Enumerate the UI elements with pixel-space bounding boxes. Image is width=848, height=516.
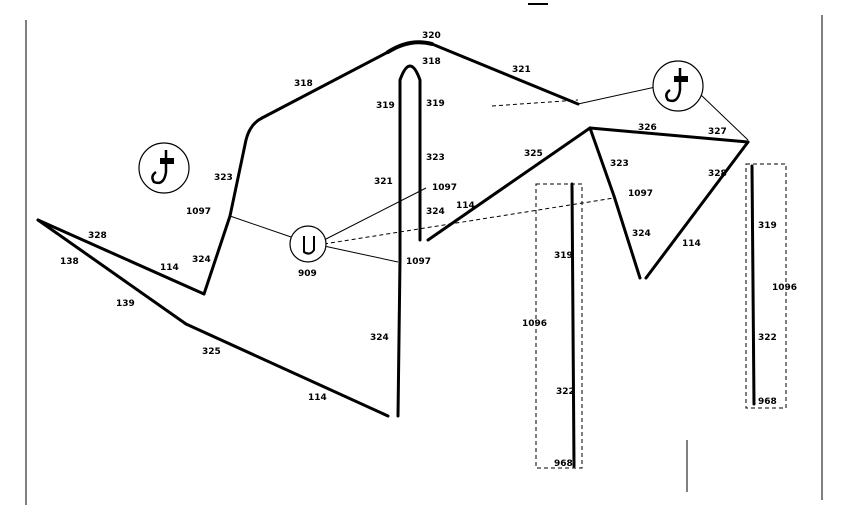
part-label: 1097 [406,257,431,267]
rod-center-loop [398,64,422,262]
part-label: 325 [202,347,221,357]
part-label: 138 [60,257,79,267]
rod-318-left [260,50,390,120]
part-label: 323 [610,159,629,169]
rod-left-bend [228,116,264,218]
hook-icon [665,68,682,103]
part-label: 324 [370,333,389,343]
leader-line [577,85,661,105]
part-label: 319 [426,99,445,109]
part-label: 318 [294,79,313,89]
part-label: 319 [376,101,395,111]
leader-line [323,187,427,241]
part-label: 114 [682,239,701,249]
leader-line [699,93,749,141]
part-label: 324 [632,229,651,239]
rod-box-right [750,164,756,406]
rod-139 [36,218,188,326]
rod-right-top [588,126,750,144]
part-label: 326 [638,123,657,133]
part-label: 328 [708,169,727,179]
rod-box-left [570,182,576,468]
part-label: 328 [88,231,107,241]
rod-left-down [202,214,232,296]
part-label: 319 [758,221,777,231]
part-label: 909 [298,269,317,279]
part-label: 1097 [432,183,457,193]
rod-right-vert [588,126,616,198]
dashed-box-right [745,163,787,409]
rod-right-down [612,194,642,280]
part-label: 1097 [628,189,653,199]
part-label: 139 [116,299,135,309]
hook-bracket-icon [674,76,688,82]
part-label: 323 [426,153,445,163]
part-label: 327 [708,127,727,137]
part-label: 968 [758,397,777,407]
part-label: 324 [192,255,211,265]
rod-center-down [396,258,402,418]
leader-line [323,245,399,263]
hook-icon [151,150,168,185]
part-label: 114 [308,393,327,403]
hook-bracket-icon [160,158,174,164]
part-label: 323 [214,173,233,183]
part-label: 325 [524,149,543,159]
hook-detail-left [138,142,190,194]
part-label: 321 [374,177,393,187]
rod-top-arch [386,40,434,54]
rod-138 [36,218,206,296]
part-label: 114 [456,201,475,211]
rod-right-arm [426,126,592,242]
part-label: 322 [556,387,575,397]
part-label: 322 [758,333,777,343]
detail-circle [652,60,704,112]
leader-line [491,99,579,107]
part-label: 320 [422,31,441,41]
leader-line [229,215,295,239]
part-label: 324 [426,207,445,217]
part-label: 1097 [186,207,211,217]
hook-detail-right [652,60,704,112]
clip-circle [289,225,327,263]
leader-lines [229,85,749,263]
rod-321-right [430,42,580,106]
part-labels: 320 318 318 321 319 319 323 323 321 325 … [60,31,797,469]
frame-rods [36,40,756,468]
clip-icon [303,236,315,255]
rod-bottom-114 [184,322,390,418]
clip-909-detail [289,225,327,263]
part-label: 318 [422,57,441,67]
part-label: 319 [554,251,573,261]
part-label: 114 [160,263,179,273]
dashed-box-left [535,183,583,469]
part-label: 968 [554,459,573,469]
detail-circle [138,142,190,194]
part-label: 1096 [522,319,547,329]
part-label: 1096 [772,283,797,293]
rod-right-diag [644,140,750,280]
part-label: 321 [512,65,531,75]
